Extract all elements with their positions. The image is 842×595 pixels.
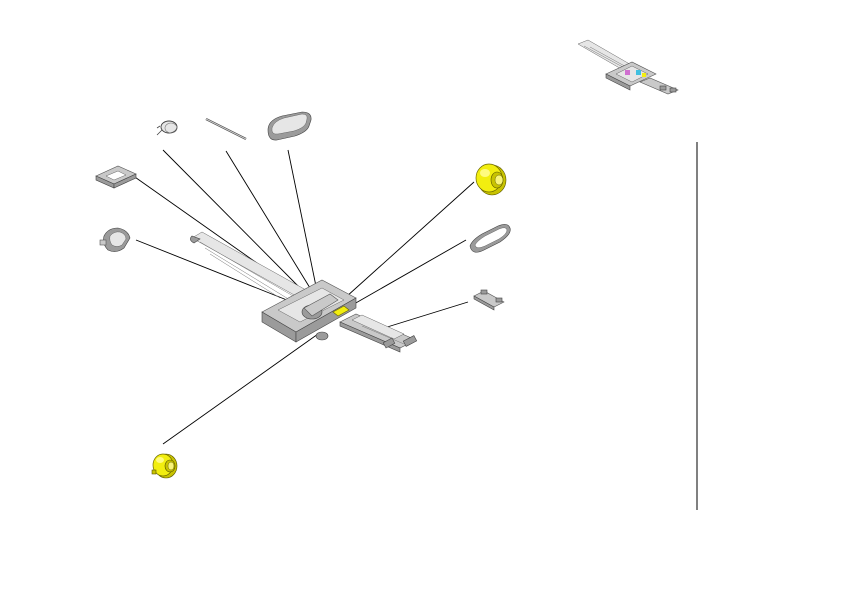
- bracket-icon: [95, 165, 137, 189]
- pulley-top-icon: [475, 163, 507, 196]
- spring-clip-icon: [156, 120, 178, 136]
- gear-cover-icon: [99, 227, 131, 252]
- leader-guide-pin: [225, 150, 311, 289]
- pulley-bottom-icon: [151, 453, 178, 479]
- leader-spring-clip: [162, 149, 303, 291]
- latch-icon: [473, 289, 505, 311]
- leader-lines: [131, 149, 475, 445]
- assembly-thumbnail-icon: [577, 39, 679, 95]
- belt-loop-icon: [469, 224, 511, 253]
- leader-pulley-bottom: [162, 333, 319, 445]
- leader-pulley-top: [335, 181, 475, 307]
- leader-gear-cover: [135, 239, 313, 311]
- leader-timing-belt: [339, 239, 467, 313]
- carriage-assembly-icon: [190, 231, 418, 353]
- pin-icon: [205, 118, 247, 140]
- leader-drive-belt: [287, 149, 319, 297]
- belt-icon: [267, 111, 312, 141]
- leader-slide-latch: [383, 301, 469, 329]
